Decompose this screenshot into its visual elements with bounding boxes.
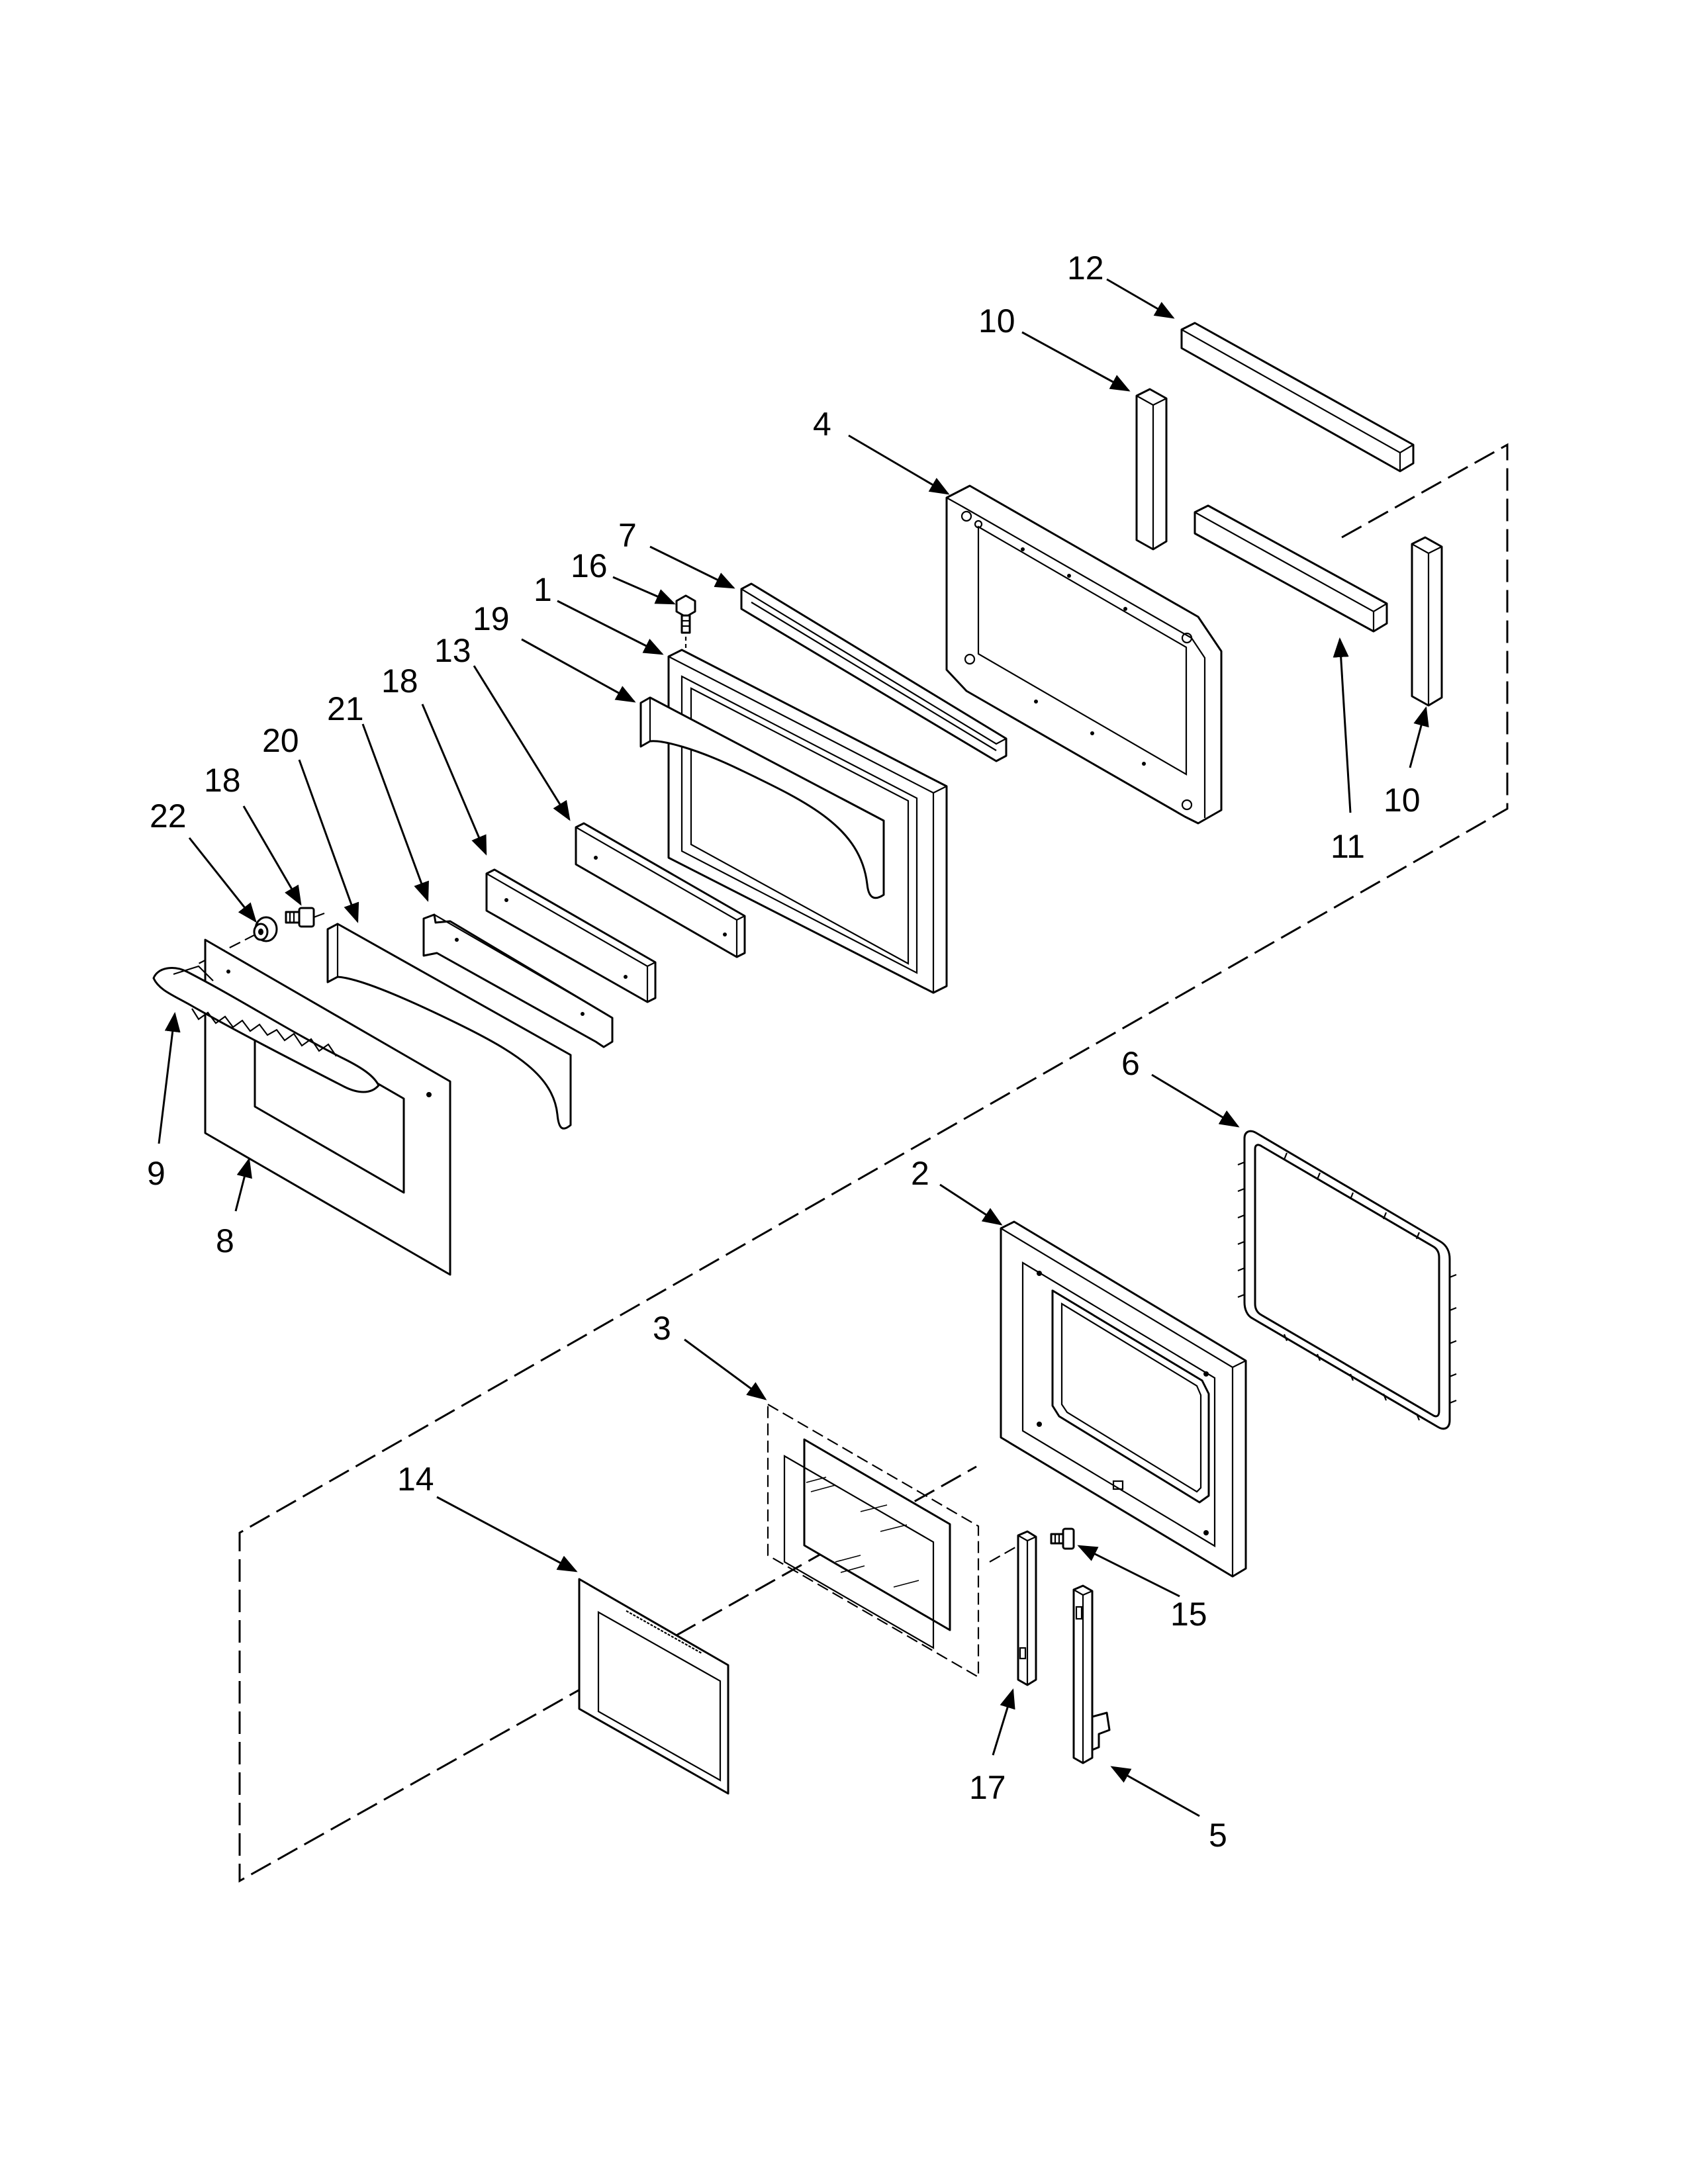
leader-10-lower bbox=[1409, 706, 1429, 768]
leader-11 bbox=[1333, 637, 1352, 813]
callout-16: 16 bbox=[571, 547, 608, 584]
callout-13: 13 bbox=[434, 632, 471, 669]
part-4-inner-door-panel bbox=[945, 484, 1223, 825]
callout-17: 17 bbox=[969, 1769, 1006, 1806]
callout-18-upper: 18 bbox=[381, 662, 418, 700]
callout-19: 19 bbox=[473, 600, 510, 637]
leader-12 bbox=[1106, 278, 1175, 319]
leader-22 bbox=[188, 837, 257, 923]
callout-14: 14 bbox=[397, 1461, 434, 1498]
gasket-clips bbox=[1237, 1152, 1457, 1421]
leader-20 bbox=[298, 759, 359, 923]
leader-21 bbox=[361, 723, 429, 902]
callout-1: 1 bbox=[534, 571, 552, 608]
callout-12: 12 bbox=[1067, 250, 1104, 287]
callout-20: 20 bbox=[262, 722, 299, 759]
leader-15 bbox=[1077, 1545, 1180, 1598]
part-3-window-glass-pack bbox=[767, 1403, 980, 1678]
callout-18-lower: 18 bbox=[204, 762, 241, 799]
callout-21: 21 bbox=[327, 690, 364, 727]
part-19-curved-shield bbox=[639, 696, 885, 899]
part-10-insulation-block-lower bbox=[1411, 536, 1443, 707]
callout-3: 3 bbox=[653, 1310, 671, 1347]
leader-5 bbox=[1110, 1766, 1200, 1817]
callout-5: 5 bbox=[1209, 1817, 1227, 1854]
leader-lines bbox=[158, 278, 1429, 1817]
leader-14 bbox=[436, 1496, 578, 1572]
leader-7 bbox=[649, 545, 735, 589]
part-10-insulation-block-upper bbox=[1135, 388, 1168, 551]
leader-1 bbox=[557, 600, 664, 655]
part-13-retainer-strip bbox=[575, 822, 746, 958]
leader-17 bbox=[992, 1688, 1015, 1756]
callout-6: 6 bbox=[1121, 1045, 1140, 1082]
part-17-hinge-channel bbox=[1017, 1530, 1037, 1686]
leader-6 bbox=[1151, 1073, 1240, 1128]
leader-8 bbox=[234, 1158, 252, 1212]
leader-3 bbox=[684, 1338, 767, 1400]
part-5-door-hinge bbox=[1072, 1584, 1111, 1764]
callout-2: 2 bbox=[911, 1155, 929, 1192]
leader-4 bbox=[848, 434, 950, 495]
part-21-notched-strip bbox=[422, 913, 614, 1048]
callout-8: 8 bbox=[216, 1222, 234, 1259]
callout-10-lower: 10 bbox=[1383, 782, 1421, 819]
part-18-channel-strip bbox=[485, 868, 657, 1003]
part-9-door-handle bbox=[152, 965, 380, 1093]
callout-11: 11 bbox=[1331, 828, 1365, 865]
part-15-hinge-screw bbox=[1050, 1527, 1075, 1550]
leader-19 bbox=[521, 638, 636, 703]
leader-10-upper bbox=[1021, 331, 1131, 392]
part-2-inner-door-liner bbox=[1000, 1220, 1247, 1578]
callout-22: 22 bbox=[150, 797, 187, 835]
part-14-door-label bbox=[578, 1578, 729, 1795]
callout-7: 7 bbox=[618, 517, 637, 554]
leader-13 bbox=[473, 665, 571, 821]
leader-9 bbox=[158, 1012, 181, 1144]
leader-16 bbox=[612, 576, 676, 605]
callout-9: 9 bbox=[147, 1155, 165, 1192]
part-16-screw bbox=[675, 594, 696, 655]
part-1-door-frame bbox=[667, 649, 948, 994]
part-20-handle-trim bbox=[326, 923, 572, 1130]
callout-10-upper: 10 bbox=[978, 302, 1015, 340]
part-7-trim-bracket bbox=[740, 582, 1008, 762]
part-11-insulation-strip bbox=[1194, 504, 1388, 633]
part-18-shoulder-screw bbox=[285, 907, 325, 928]
part-12-insulation-strip bbox=[1180, 322, 1415, 473]
leader-2 bbox=[939, 1183, 1003, 1226]
leader-18-upper bbox=[421, 704, 487, 856]
part-6-door-gasket bbox=[1237, 1130, 1457, 1430]
callout-15: 15 bbox=[1170, 1596, 1207, 1633]
callout-numbers: 12 10 4 7 16 1 19 13 18 21 20 18 22 9 8 … bbox=[147, 250, 1421, 1854]
part-22-spacer-washer bbox=[198, 916, 278, 964]
leader-18-lower bbox=[242, 805, 302, 906]
callout-4: 4 bbox=[813, 406, 831, 443]
